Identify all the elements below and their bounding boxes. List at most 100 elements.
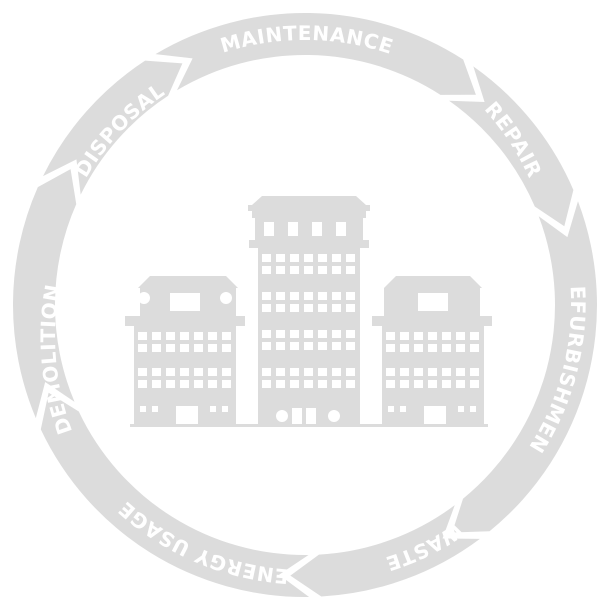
tree-icon bbox=[138, 292, 150, 304]
window bbox=[276, 266, 285, 274]
window bbox=[194, 368, 203, 376]
window bbox=[332, 368, 341, 376]
window bbox=[414, 368, 423, 376]
window bbox=[262, 292, 271, 300]
window bbox=[442, 332, 451, 340]
window bbox=[166, 368, 175, 376]
window bbox=[456, 344, 465, 352]
tree-icon bbox=[328, 410, 340, 422]
window bbox=[304, 342, 313, 350]
stage-label-demolition: DEMOLITION bbox=[36, 282, 77, 438]
window bbox=[318, 304, 327, 312]
window bbox=[138, 380, 147, 388]
ring-segment-repair bbox=[449, 66, 574, 227]
window bbox=[166, 344, 175, 352]
window bbox=[332, 342, 341, 350]
window bbox=[290, 254, 299, 262]
window bbox=[180, 380, 189, 388]
window bbox=[222, 406, 228, 412]
tower-top-window bbox=[264, 222, 274, 236]
window bbox=[138, 332, 147, 340]
window bbox=[318, 266, 327, 274]
window bbox=[276, 380, 285, 388]
window bbox=[470, 368, 479, 376]
window bbox=[346, 368, 355, 376]
window bbox=[400, 368, 409, 376]
window bbox=[262, 380, 271, 388]
window bbox=[386, 344, 395, 352]
window bbox=[138, 344, 147, 352]
ring-segment-waste bbox=[290, 505, 480, 597]
window bbox=[262, 342, 271, 350]
window bbox=[262, 304, 271, 312]
window bbox=[332, 304, 341, 312]
ring-segment-energy-usage bbox=[40, 392, 310, 597]
window bbox=[262, 368, 271, 376]
window bbox=[456, 332, 465, 340]
tree-icon bbox=[220, 292, 232, 304]
window bbox=[208, 344, 217, 352]
window bbox=[400, 380, 409, 388]
tree-icon bbox=[276, 410, 288, 422]
window bbox=[318, 342, 327, 350]
window bbox=[290, 342, 299, 350]
window bbox=[458, 406, 464, 412]
window bbox=[318, 292, 327, 300]
window bbox=[276, 254, 285, 262]
window bbox=[346, 342, 355, 350]
window bbox=[222, 368, 231, 376]
window bbox=[222, 344, 231, 352]
window bbox=[456, 380, 465, 388]
window bbox=[304, 380, 313, 388]
ring-segment-demolition bbox=[13, 169, 77, 419]
door bbox=[306, 408, 316, 424]
window bbox=[290, 380, 299, 388]
window bbox=[400, 344, 409, 352]
window bbox=[470, 406, 476, 412]
window bbox=[428, 380, 437, 388]
window bbox=[332, 380, 341, 388]
window bbox=[470, 332, 479, 340]
window bbox=[318, 330, 327, 338]
window bbox=[332, 292, 341, 300]
window bbox=[346, 380, 355, 388]
window bbox=[180, 344, 189, 352]
window bbox=[304, 330, 313, 338]
window bbox=[346, 266, 355, 274]
window bbox=[304, 266, 313, 274]
window bbox=[346, 292, 355, 300]
window bbox=[442, 380, 451, 388]
window bbox=[428, 332, 437, 340]
window bbox=[140, 406, 146, 412]
ring-segment-disposal bbox=[43, 60, 183, 195]
window bbox=[442, 344, 451, 352]
window bbox=[304, 254, 313, 262]
window bbox=[152, 406, 158, 412]
window bbox=[210, 406, 216, 412]
window bbox=[318, 254, 327, 262]
window bbox=[470, 344, 479, 352]
window bbox=[414, 332, 423, 340]
window bbox=[470, 380, 479, 388]
window bbox=[346, 304, 355, 312]
window bbox=[290, 304, 299, 312]
window bbox=[414, 380, 423, 388]
window bbox=[388, 406, 394, 412]
window bbox=[414, 344, 423, 352]
door bbox=[176, 406, 198, 424]
window bbox=[138, 368, 147, 376]
door bbox=[424, 406, 446, 424]
window bbox=[262, 330, 271, 338]
window bbox=[304, 304, 313, 312]
window bbox=[152, 332, 161, 340]
window bbox=[276, 330, 285, 338]
window bbox=[180, 368, 189, 376]
window bbox=[304, 292, 313, 300]
window bbox=[428, 368, 437, 376]
window bbox=[152, 344, 161, 352]
window bbox=[290, 292, 299, 300]
window bbox=[346, 330, 355, 338]
window bbox=[332, 266, 341, 274]
tower-top-window bbox=[336, 222, 346, 236]
